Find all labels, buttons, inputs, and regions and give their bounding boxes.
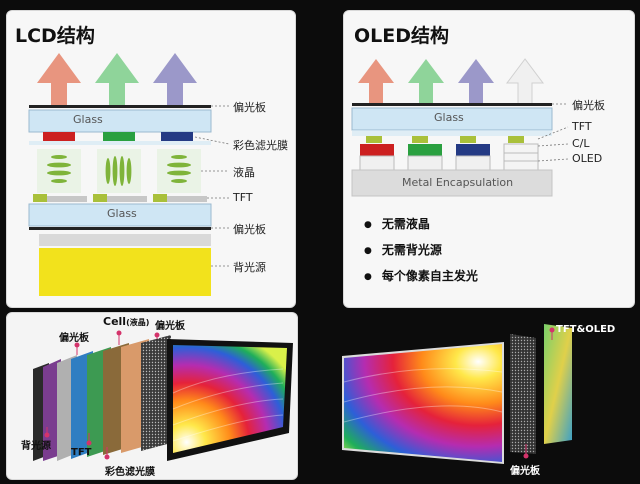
- lcd-cross-section: [28, 53, 230, 296]
- oled-exploded-label-tft-oled: TFT&OLED: [556, 324, 616, 335]
- oled-pixel-red: [360, 144, 394, 156]
- lcd-exploded-label-polarizer-a: 偏光板: [59, 333, 89, 344]
- lcd-bottom-polarizer: [29, 227, 211, 230]
- oled-structure-panel: OLED结构: [343, 10, 635, 308]
- oled-label-cl: C/L: [572, 137, 590, 150]
- oled-cross-section: [351, 58, 569, 197]
- lcd-exploded-panel: 偏光板 Cell(液晶) 偏光板 背光源 TFT 彩色滤光膜: [6, 312, 298, 480]
- lcd-label-backlight: 背光源: [233, 261, 266, 274]
- lcd-label-polarizer-top: 偏光板: [233, 101, 266, 114]
- oled-bullet-2: 无需背光源: [364, 241, 442, 258]
- lcd-label-color-filter: 彩色滤光膜: [233, 139, 288, 152]
- lcd-top-glass: [28, 109, 212, 133]
- oled-exploded-view: [342, 324, 572, 464]
- lcd-bottom-glass: [28, 203, 212, 227]
- arrow-white-icon: [506, 58, 544, 106]
- lcd-label-tft: TFT: [233, 191, 253, 204]
- arrow-red-icon: [358, 59, 394, 105]
- lcd-exploded-label-polarizer-b: 偏光板: [155, 321, 185, 332]
- oled-title: OLED结构: [354, 25, 450, 47]
- oled-metal-encapsulation: [351, 169, 553, 197]
- lcd-exploded-label-backlight: 背光源: [21, 441, 51, 452]
- oled-label-metal: Metal Encapsulation: [402, 176, 514, 189]
- arrow-green-icon: [95, 53, 139, 107]
- oled-label-glass: Glass: [434, 111, 464, 124]
- oled-bullet-3: 每个像素自主发光: [364, 267, 478, 284]
- lcd-filter-green: [103, 132, 135, 141]
- lcd-exploded-view: [33, 330, 293, 461]
- arrow-green-icon: [408, 59, 444, 105]
- lcd-label-glass-top: Glass: [73, 113, 103, 126]
- lcd-label-liquid-crystal: 液晶: [233, 166, 255, 179]
- oled-exploded-label-polarizer: 偏光板: [510, 466, 540, 477]
- lcd-liquid-crystal-layer: [37, 149, 201, 193]
- lcd-exploded-label-cell: Cell(液晶): [103, 315, 149, 328]
- lcd-filter-blue: [161, 132, 193, 141]
- lcd-filter-red: [43, 132, 75, 141]
- lcd-top-polarizer: [29, 105, 211, 108]
- oled-pixel-blue: [456, 144, 490, 156]
- oled-exploded-panel: TFT&OLED 偏光板: [340, 312, 636, 478]
- lcd-label-glass-bottom: Glass: [107, 207, 137, 220]
- lcd-exploded-label-tft: TFT: [71, 447, 92, 458]
- lcd-backlight: [39, 248, 211, 296]
- oled-pixel-green: [408, 144, 442, 156]
- lcd-label-polarizer-bottom: 偏光板: [233, 223, 266, 236]
- lcd-structure-panel: LCD结构: [6, 10, 296, 308]
- arrow-purple-icon: [458, 59, 494, 105]
- cell-label: Cell: [103, 315, 127, 328]
- oled-tft-row: [366, 136, 524, 143]
- oled-bullet-1: 无需液晶: [364, 215, 430, 232]
- oled-label-tft: TFT: [572, 120, 592, 133]
- oled-label-polarizer: 偏光板: [572, 99, 605, 112]
- arrow-purple-icon: [153, 53, 197, 107]
- oled-pixel-white: [503, 143, 539, 171]
- lcd-title: LCD结构: [15, 25, 95, 47]
- cell-sub-label: (液晶): [126, 318, 150, 327]
- lcd-tft-row: [33, 194, 207, 202]
- oled-polarizer: [352, 103, 552, 106]
- oled-label-oled: OLED: [572, 152, 603, 165]
- arrow-red-icon: [37, 53, 81, 107]
- lcd-exploded-label-color-filter: 彩色滤光膜: [105, 467, 155, 478]
